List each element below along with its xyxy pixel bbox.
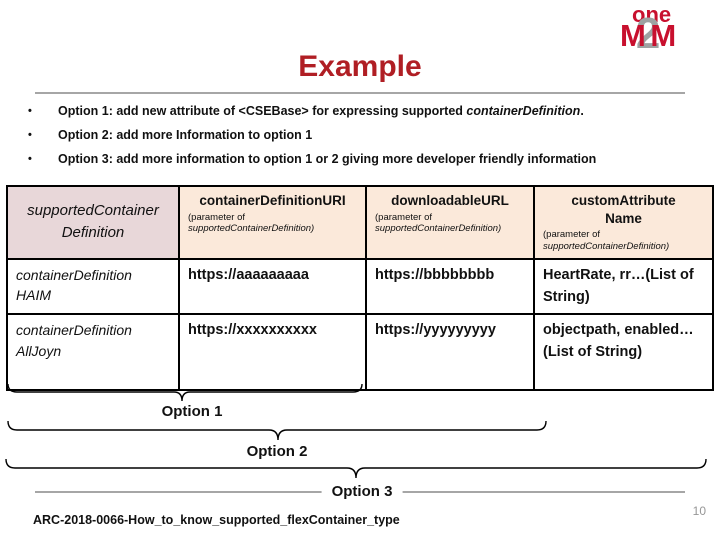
cell-downloadable-url: https://yyyyyyyyy xyxy=(365,313,535,392)
title-divider-line xyxy=(35,92,685,94)
header-supported-container-definition: supportedContainer Definition xyxy=(6,185,180,260)
bullet-text-suffix: . xyxy=(580,104,584,118)
column-subtitle-name: supportedContainerDefinition) xyxy=(188,223,315,235)
header-downloadable-url: downloadableURL (parameter of supportedC… xyxy=(365,185,535,260)
logo-m-right: M xyxy=(650,18,677,53)
cell-definition-uri: https://xxxxxxxxxx xyxy=(178,313,367,392)
bullet-text: Option 1: add new attribute of <CSEBase>… xyxy=(58,99,584,123)
logo-one-text: one xyxy=(632,2,672,27)
column-subtitle-prefix: (parameter of xyxy=(188,211,246,223)
column-subtitle-name: supportedContainerDefinition) xyxy=(375,223,502,235)
onem2m-logo: one M 2 M xyxy=(618,4,710,58)
table-row: containerDefinition AllJoyn https://xxxx… xyxy=(6,313,714,392)
column-subtitle-prefix: (parameter of xyxy=(375,211,433,223)
bullet-text: Option 3: add more information to option… xyxy=(58,147,596,171)
header-container-definition-uri: containerDefinitionURI (parameter of sup… xyxy=(178,185,367,260)
bullet-option-2: • Option 2: add more Information to opti… xyxy=(28,123,700,147)
attribute-options-table: supportedContainer Definition containerD… xyxy=(6,185,714,392)
column-subtitle-name: supportedContainerDefinition) xyxy=(543,240,670,252)
column-subtitle: (parameter of supportedContainerDefiniti… xyxy=(188,212,357,236)
bullet-icon: • xyxy=(28,153,32,165)
bullet-icon: • xyxy=(28,129,32,141)
bullet-text-emphasis: containerDefinition xyxy=(466,104,581,118)
bullet-text-prefix: Option 1: add new attribute of <CSEBase>… xyxy=(58,104,467,118)
bullet-text-prefix: Option 2: add more Information to option… xyxy=(58,128,313,142)
bullet-text: Option 2: add more Information to option… xyxy=(58,123,312,147)
bullet-option-1: • Option 1: add new attribute of <CSEBas… xyxy=(28,99,700,123)
bullet-text-prefix: Option 3: add more information to option… xyxy=(58,152,597,166)
logo-m-left: M xyxy=(620,18,646,53)
option-2-brace xyxy=(7,420,547,441)
column-title: downloadableURL xyxy=(391,193,509,208)
column-subtitle: (parameter of supportedContainerDefiniti… xyxy=(375,212,525,236)
page-number: 10 xyxy=(692,504,706,518)
bullet-list: • Option 1: add new attribute of <CSEBas… xyxy=(28,99,700,171)
option-3-label: Option 3 xyxy=(321,483,403,500)
option-3-brace xyxy=(5,458,707,479)
cell-container-definition: containerDefinition AllJoyn xyxy=(6,313,180,392)
cell-container-definition: containerDefinition HAIM xyxy=(6,257,180,316)
bullet-option-3: • Option 3: add more information to opti… xyxy=(28,147,700,171)
column-title: customAttribute Name xyxy=(571,193,676,226)
column-subtitle: (parameter of supportedContainerDefiniti… xyxy=(543,229,704,253)
cell-downloadable-url: https://bbbbbbbb xyxy=(365,257,535,316)
page-title: Example xyxy=(298,50,422,83)
footer-document-name: ARC-2018-0066-How_to_know_supported_flex… xyxy=(33,513,400,527)
cell-custom-attributes: HeartRate, rr…(List of String) xyxy=(533,257,714,316)
cell-custom-attributes: objectpath, enabled…(List of String) xyxy=(533,313,714,392)
cell-definition-uri: https://aaaaaaaaa xyxy=(178,257,367,316)
logo-digit-2: 2 xyxy=(635,9,661,58)
header-custom-attribute-name: customAttribute Name (parameter of suppo… xyxy=(533,185,714,260)
bullet-icon: • xyxy=(28,105,32,117)
column-subtitle-prefix: (parameter of xyxy=(543,229,601,241)
logo-m2m-text: M 2 M xyxy=(620,9,677,58)
option-1-label: Option 1 xyxy=(161,403,223,420)
table-row: containerDefinition HAIM https://aaaaaaa… xyxy=(6,257,714,316)
column-title: containerDefinitionURI xyxy=(199,193,346,208)
table-header-row: supportedContainer Definition containerD… xyxy=(6,185,714,260)
option-2-label: Option 2 xyxy=(246,443,308,460)
